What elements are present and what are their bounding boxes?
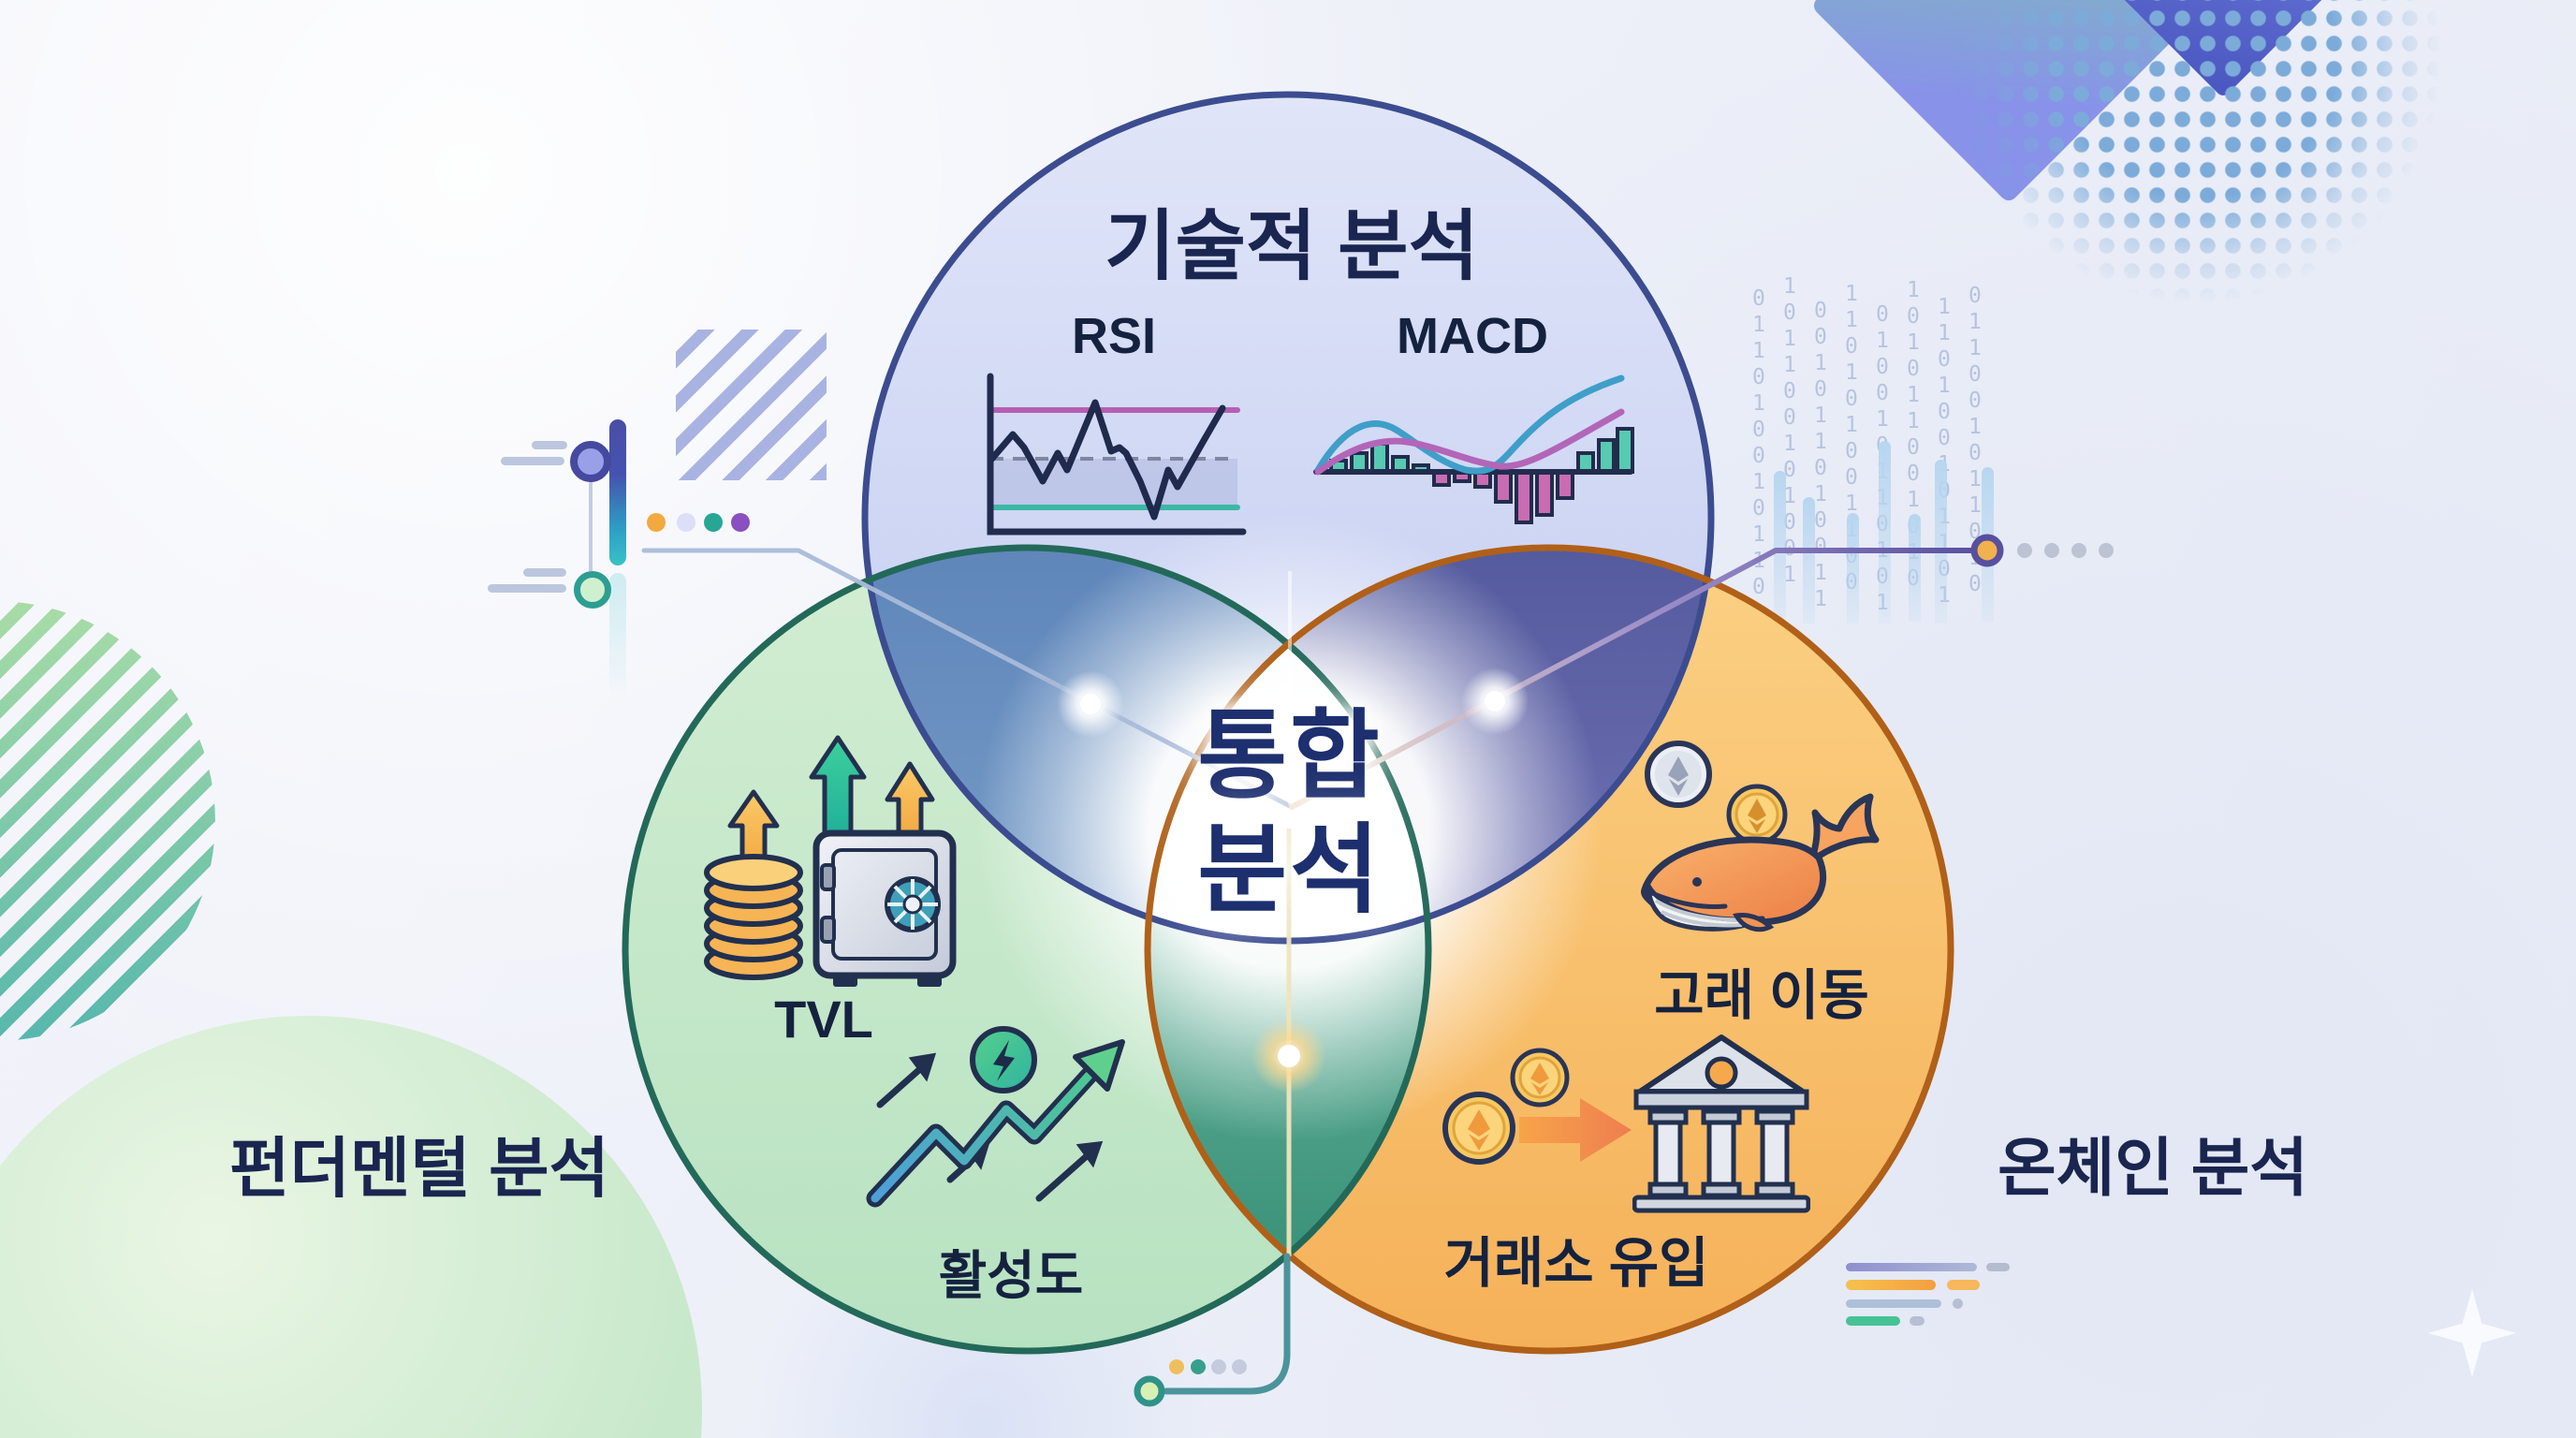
activity-label: 활성도	[938, 1246, 1084, 1305]
inflow-arrow-icon	[1519, 1098, 1632, 1162]
glow-dot	[1278, 1045, 1300, 1067]
gradient-capsule-decoration	[609, 419, 626, 565]
code-line	[1846, 1280, 1936, 1290]
binary-column: 1 0 1 1 0 0 1 0 1 0 0 1	[1783, 274, 1796, 587]
gold-eth-coin-icon	[1726, 784, 1788, 845]
small-dot-gray	[1211, 1359, 1226, 1374]
speed-line	[488, 584, 566, 593]
code-line	[1986, 1263, 2010, 1271]
growth-arrow-icon	[871, 1071, 1093, 1203]
decorative-dot-purple	[731, 513, 750, 532]
whale-flipper	[1733, 913, 1775, 932]
gold-eth-coin-icon	[1510, 1048, 1570, 1108]
small-dot-gray	[1232, 1359, 1247, 1374]
speed-line	[532, 441, 567, 449]
code-line	[1846, 1299, 1941, 1308]
mini-bar	[1803, 497, 1815, 624]
decorative-dot-lavender	[677, 513, 695, 532]
vault-icon	[812, 829, 957, 987]
whale-eye	[1692, 877, 1702, 887]
small-dot-orange	[1169, 1359, 1184, 1374]
fundamental-circle-outline	[622, 544, 1432, 1355]
green-node	[1134, 1375, 1165, 1407]
tvl-icon	[704, 735, 957, 987]
trail-dot	[2099, 543, 2114, 558]
coin-stack-icon	[704, 854, 803, 980]
trail-dot	[2044, 543, 2059, 558]
mini-bar	[1935, 460, 1947, 624]
code-line	[1846, 1263, 1977, 1271]
code-line	[1947, 1280, 1980, 1290]
whale-mouth	[1649, 890, 1728, 909]
glow-dot	[1485, 691, 1505, 712]
code-line	[1846, 1316, 1900, 1326]
growth-arrow-head	[1073, 1039, 1125, 1092]
silver-eth-coin-icon	[1645, 741, 1712, 808]
fundamental-analysis-title: 펀더멘털 분석	[229, 1132, 609, 1205]
mini-bar	[1847, 513, 1859, 624]
up-arrows-icon	[727, 735, 935, 883]
left-connector-line	[641, 548, 1295, 810]
trail-dot	[2017, 543, 2032, 558]
exchange-inflow-icon	[1442, 1048, 1632, 1165]
mini-bar	[1909, 514, 1921, 622]
tvl-label: TVL	[774, 990, 873, 1049]
binary-column: 0 1 1 0 0 1 0 1 1 0 1 0	[1969, 284, 1982, 596]
onchain-analysis-title: 온체인 분석	[1998, 1133, 2308, 1204]
bank-icon	[1632, 1034, 1810, 1213]
mini-bar	[1879, 441, 1891, 624]
whale-tail	[1808, 793, 1880, 865]
gold-eth-coin-icon	[1442, 1092, 1515, 1165]
technical-analysis-title: 기술적 분석	[1105, 204, 1479, 289]
activity-growth-icon	[866, 1026, 1125, 1208]
integrated-analysis-label: 통합 분석	[1197, 702, 1383, 925]
macd-label: MACD	[1397, 308, 1548, 364]
macd-chart-icon	[1313, 374, 1634, 524]
purple-ring-node	[570, 441, 611, 482]
speed-line	[501, 457, 564, 465]
lightning-icon	[970, 1026, 1037, 1093]
code-dot	[1953, 1299, 1963, 1309]
timeline-connector-line	[589, 476, 593, 571]
capsule-reflection	[609, 573, 626, 699]
orange-node	[1970, 534, 2004, 567]
small-dot-teal	[1191, 1359, 1206, 1374]
teal-ring-node	[574, 571, 611, 609]
glow-dot	[1080, 694, 1101, 714]
trail-dot	[2071, 543, 2086, 558]
binary-column: 0 1 1 0 1 0 0 1 0 1 1 0	[1752, 286, 1765, 599]
bottom-teal-line	[1163, 1253, 1291, 1395]
whale-icon	[1641, 741, 1880, 932]
code-line	[1910, 1316, 1925, 1326]
exchange-inflow-label: 거래소 유입	[1443, 1233, 1709, 1294]
rsi-label: RSI	[1071, 308, 1157, 364]
onchain-circle-outline	[1144, 544, 1954, 1355]
decorative-dot-orange	[647, 513, 666, 532]
speed-line	[523, 568, 566, 577]
rsi-chart-icon	[987, 373, 1247, 536]
striped-square-decoration	[676, 330, 827, 480]
right-connector-line	[1289, 548, 1974, 810]
decorative-dot-teal	[704, 513, 723, 532]
whale-movement-label: 고래 이동	[1654, 965, 1869, 1026]
